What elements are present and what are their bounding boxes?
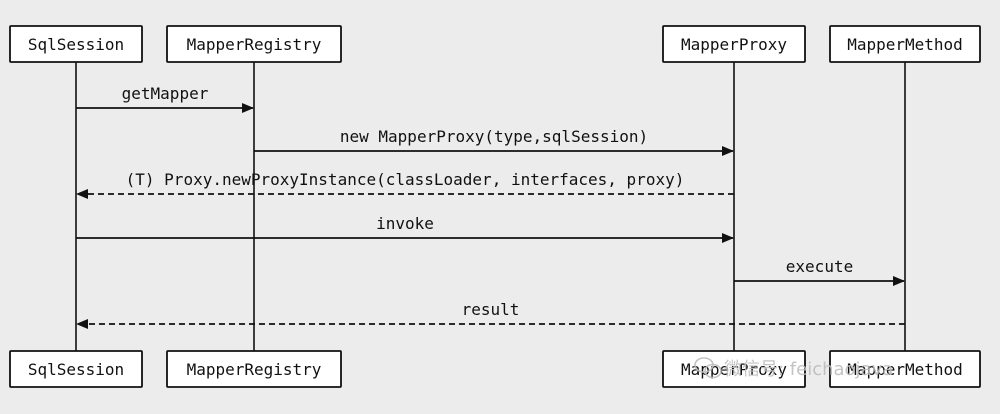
message-label: new MapperProxy(type,sqlSession) [340, 127, 648, 146]
participant-mapperregistry-bottom: MapperRegistry [166, 350, 342, 388]
watermark-text: 微信号: feichaojava [724, 359, 893, 380]
message-4: invoke [76, 214, 734, 243]
participant-label: MapperMethod [847, 35, 963, 54]
participant-label: SqlSession [28, 360, 124, 379]
participant-mapperproxy-top: MapperProxy [662, 25, 806, 63]
participant-box [662, 25, 806, 63]
message-label: (T) Proxy.newProxyInstance(classLoader, … [126, 170, 685, 189]
participant-box [829, 350, 981, 388]
message-5: execute [734, 257, 905, 286]
message-label: invoke [376, 214, 434, 233]
participant-box [166, 350, 342, 388]
message-label: execute [786, 257, 853, 276]
participant-label: MapperProxy [681, 35, 787, 54]
participant-mappermethod-bottom: MapperMethod [829, 350, 981, 388]
participant-label: MapperRegistry [187, 360, 322, 379]
message-label: result [462, 300, 520, 319]
message-label: getMapper [122, 84, 209, 103]
participant-box [9, 25, 143, 63]
participant-box [9, 350, 143, 388]
participant-mappermethod-top: MapperMethod [829, 25, 981, 63]
message-1: getMapper [76, 84, 254, 113]
watermark: 微信号: feichaojava [694, 357, 893, 380]
participant-sqlsession-bottom: SqlSession [9, 350, 143, 388]
participant-label: MapperProxy [681, 360, 787, 379]
participant-mapperregistry-top: MapperRegistry [166, 25, 342, 63]
message-2: new MapperProxy(type,sqlSession) [254, 127, 734, 156]
participant-box [829, 25, 981, 63]
participant-box [166, 25, 342, 63]
message-3: (T) Proxy.newProxyInstance(classLoader, … [76, 170, 734, 199]
wechat-icon [694, 357, 722, 379]
participant-sqlsession-top: SqlSession [9, 25, 143, 63]
participant-label: SqlSession [28, 35, 124, 54]
message-6: result [76, 300, 905, 329]
participant-label: MapperRegistry [187, 35, 322, 54]
participant-label: MapperMethod [847, 360, 963, 379]
